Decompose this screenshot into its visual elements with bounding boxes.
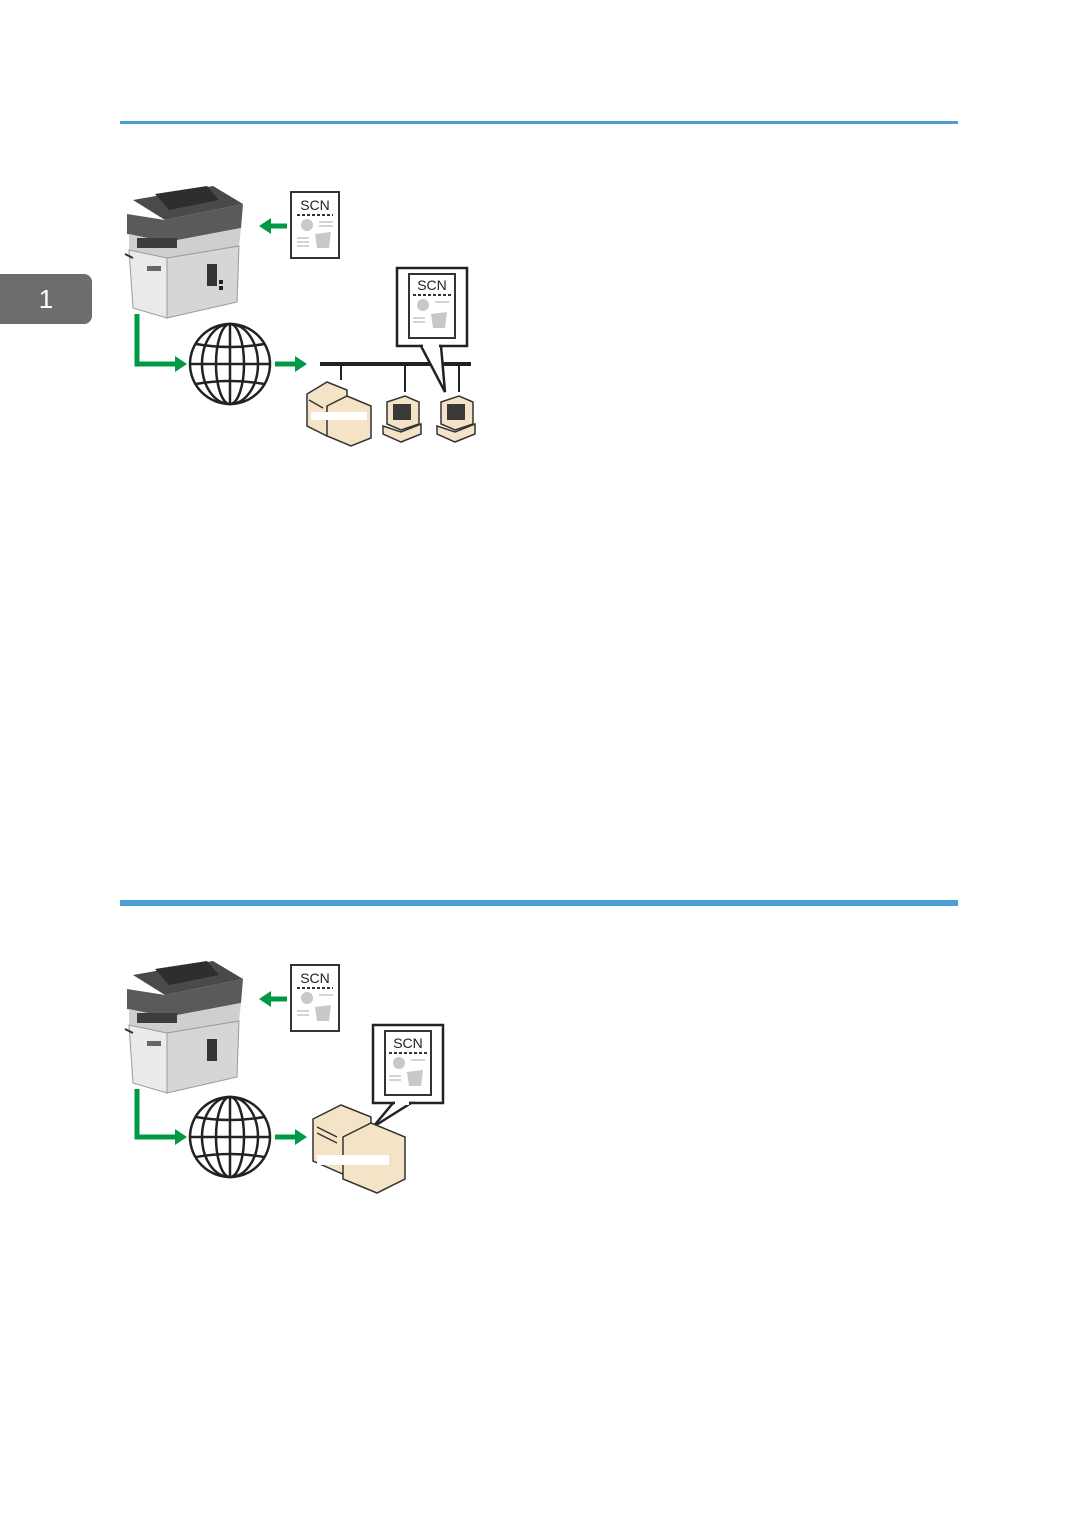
computer-icon (436, 395, 476, 443)
arrow-to-internet-icon (134, 1089, 187, 1145)
arrow-to-network-icon (275, 356, 307, 372)
document-icon: SCN (290, 964, 340, 1032)
callout-document-label: SCN (417, 277, 447, 293)
arrow-to-internet-icon (134, 314, 187, 372)
arrow-to-printer-icon (259, 991, 287, 1007)
document-label: SCN (300, 970, 330, 986)
scan-to-folder-diagram: SCN SCN (124, 186, 476, 447)
chapter-number: 1 (38, 284, 54, 314)
section-rule-middle (120, 900, 958, 906)
document-label: SCN (300, 197, 330, 213)
section-rule-top (120, 121, 958, 124)
computer-icon (382, 395, 422, 443)
callout-document-label: SCN (393, 1035, 423, 1051)
callout-document-icon: SCN (371, 1023, 445, 1129)
scan-to-ftp-diagram: SCN SCN (124, 961, 445, 1194)
globe-icon (188, 322, 272, 406)
document-icon: SCN (290, 191, 340, 259)
printer-icon (124, 961, 243, 1094)
callout-document-icon: SCN (395, 266, 469, 393)
printer-icon (124, 186, 243, 319)
arrow-to-printer-icon (259, 218, 287, 234)
server-icon (312, 1104, 406, 1194)
arrow-to-server-icon (275, 1129, 307, 1145)
globe-icon (188, 1095, 272, 1179)
chapter-tab: 1 (0, 274, 92, 324)
server-icon (306, 381, 372, 447)
network-bus (320, 362, 471, 392)
